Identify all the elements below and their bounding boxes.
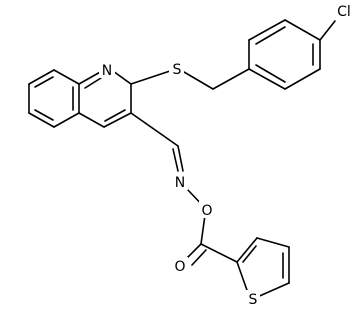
quinoline-benzo-ring (28, 69, 80, 128)
thiophene-ring (236, 237, 290, 299)
atom-label-chlorine: Cl (337, 4, 351, 20)
atom-labels: N S Cl N O O S (99, 2, 357, 308)
atom-label-thiophene-sulfur: S (249, 292, 258, 308)
thioether-linkage (130, 68, 250, 90)
atom-label-thioether-sulfur: S (173, 62, 182, 78)
atom-label-ester-oxygen: O (201, 203, 212, 219)
atom-label-ring-nitrogen: N (102, 63, 112, 79)
atom-label-oxime-nitrogen: N (175, 175, 185, 191)
chlorophenyl-ring (248, 19, 336, 90)
oxime-ester-chain (130, 112, 238, 266)
quinoline-pyridine-ring (78, 70, 132, 128)
atom-label-carbonyl-oxygen: O (174, 259, 185, 275)
